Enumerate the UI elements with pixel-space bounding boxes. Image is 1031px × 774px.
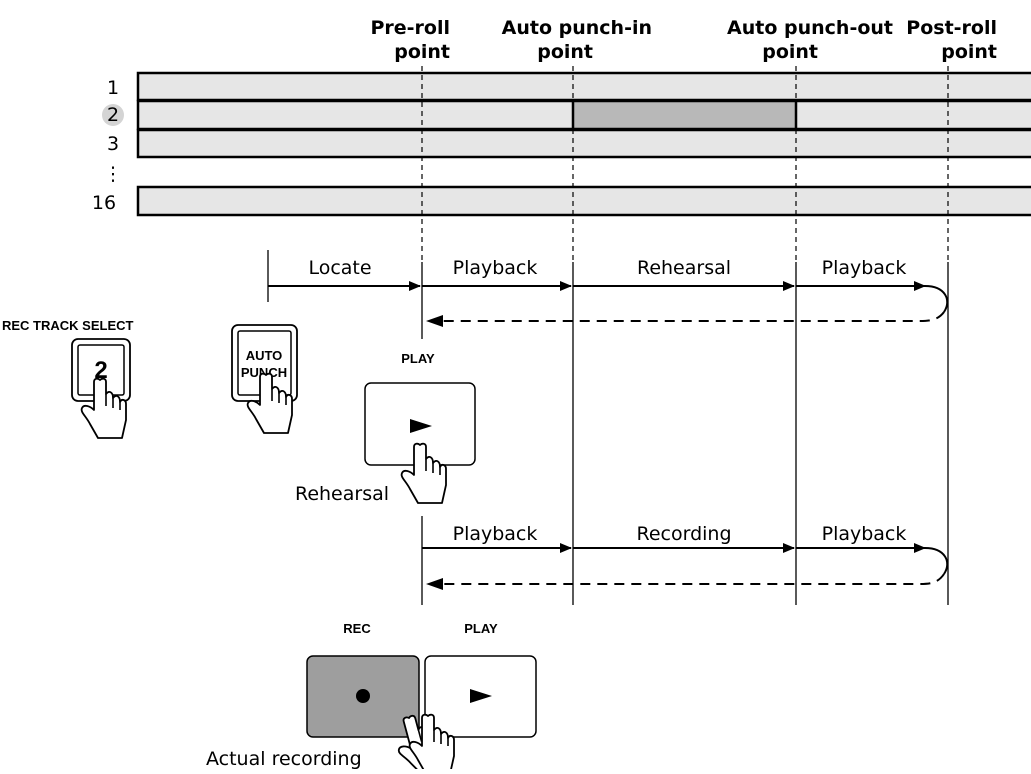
rec-track-select-label: REC TRACK SELECT (2, 318, 134, 333)
segment-rehearsal: Rehearsal (637, 257, 731, 279)
actual-recording-caption: Actual recording (206, 748, 362, 769)
preroll-line2: point (394, 41, 450, 63)
punchout-line1: Auto punch-out (727, 17, 893, 39)
punchin-line1: Auto punch-in (502, 17, 652, 39)
punchin-line2: point (537, 41, 593, 63)
play-button-recording[interactable] (424, 655, 537, 738)
rec-segment-playback-1: Playback (453, 523, 538, 545)
segment-playback-1: Playback (453, 257, 538, 279)
segment-locate: Locate (308, 257, 371, 279)
play-label-1: PLAY (401, 351, 435, 366)
preroll-point-label: Pre-roll point (370, 17, 450, 63)
track-area: 1 2 3 ⋮ 16 (92, 71, 1031, 217)
play-rehearsal-group: PLAY Rehearsal (295, 351, 476, 505)
play-label-2: PLAY (464, 621, 498, 636)
return-curve-1 (924, 285, 949, 313)
return-dashed-1 (430, 311, 945, 322)
auto-punch-line2: PUNCH (241, 365, 287, 380)
punchout-point-label: Auto punch-out point (727, 17, 893, 63)
return-curve-2 (924, 547, 949, 575)
recording-row: Playback Recording Playback (422, 523, 949, 590)
punchout-line2: point (762, 41, 818, 63)
segment-playback-2: Playback (822, 257, 907, 279)
rec-segment-playback-2: Playback (822, 523, 907, 545)
track-number-2: 2 (107, 104, 119, 126)
rec-track-select-group: REC TRACK SELECT 2 (2, 318, 134, 439)
track-number-1: 1 (107, 77, 119, 99)
record-dot-icon (356, 689, 370, 703)
track-bar-3 (136, 128, 1031, 159)
rec-track-button-number: 2 (94, 357, 107, 384)
track-bar-16 (136, 185, 1031, 217)
track-ellipsis: ⋮ (104, 163, 123, 185)
selected-track-highlight (102, 104, 124, 126)
preroll-line1: Pre-roll (370, 17, 450, 39)
track-number-16: 16 (92, 192, 116, 214)
return-arrowhead-2 (426, 578, 443, 590)
play-button-rehearsal[interactable] (364, 382, 476, 466)
point-guides (421, 66, 949, 262)
punchin-point-label: Auto punch-in point (502, 17, 652, 63)
play-icon (410, 419, 432, 433)
postroll-point-label: Post-roll point (906, 17, 997, 63)
postroll-line2: point (941, 41, 997, 63)
return-arrowhead-1 (426, 315, 443, 327)
punch-region (571, 99, 798, 131)
postroll-line1: Post-roll (906, 17, 997, 39)
rec-button[interactable] (306, 655, 420, 738)
rehearsal-caption: Rehearsal (295, 483, 389, 505)
auto-punch-group: AUTO PUNCH (231, 324, 298, 434)
actual-recording-group: REC PLAY Actual recording (206, 621, 537, 774)
track-bar-1 (136, 71, 1031, 102)
return-dashed-2 (430, 573, 945, 585)
rehearsal-row: Locate Playback Rehearsal Playback (268, 257, 949, 327)
auto-punch-line1: AUTO (246, 348, 283, 363)
track-number-3: 3 (107, 133, 119, 155)
rec-segment-recording: Recording (636, 523, 731, 545)
rec-label: REC (343, 621, 371, 636)
play-icon (470, 689, 492, 703)
